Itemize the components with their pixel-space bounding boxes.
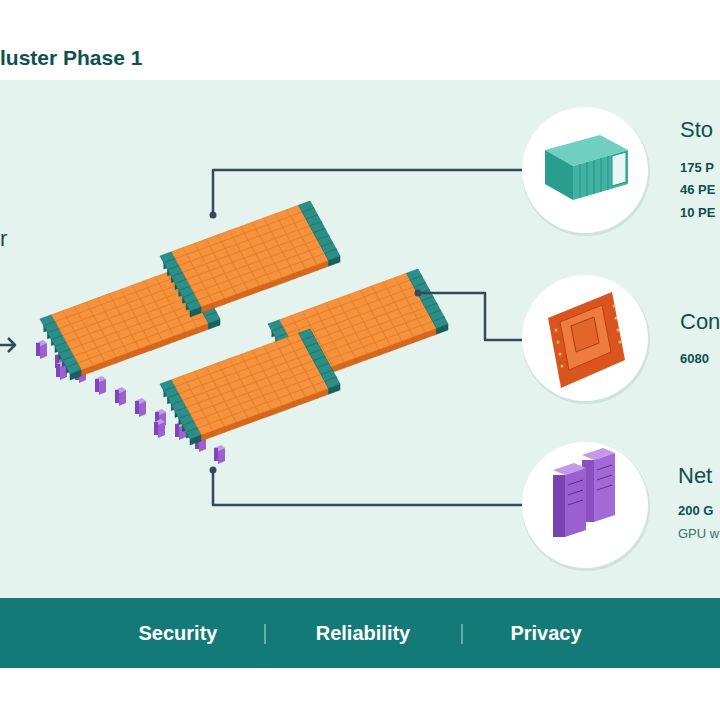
server-unit bbox=[154, 422, 158, 435]
circle-outline bbox=[521, 106, 649, 234]
leader-line bbox=[213, 470, 522, 505]
server-unit bbox=[119, 390, 126, 406]
spec-text: 10 PE bbox=[680, 205, 715, 221]
gpu-rack-block bbox=[268, 269, 448, 385]
server-top bbox=[205, 312, 220, 323]
network-icon bbox=[553, 448, 615, 537]
circle-fill bbox=[522, 107, 648, 233]
spec-text: 46 PE bbox=[680, 182, 715, 198]
circle-fill bbox=[522, 275, 648, 401]
server-unit bbox=[218, 448, 225, 464]
component-circle: Net200 GGPU w bbox=[521, 441, 649, 569]
compute-icon bbox=[548, 292, 625, 388]
server-unit bbox=[40, 343, 47, 359]
gpu-rack-block bbox=[160, 329, 340, 445]
leader-line bbox=[213, 170, 522, 215]
divider bbox=[461, 624, 462, 644]
circle-shadow bbox=[522, 108, 650, 236]
spec-text: 200 G bbox=[678, 503, 713, 519]
value-text: Privacy bbox=[456, 621, 636, 645]
leader-dot bbox=[210, 212, 217, 219]
cluster-label: r bbox=[0, 226, 7, 252]
title: luster Phase 1 bbox=[0, 45, 142, 70]
server-unit bbox=[214, 448, 218, 461]
leader-dot bbox=[415, 290, 422, 297]
server-unit bbox=[158, 422, 165, 438]
divider bbox=[264, 624, 265, 644]
storage-icon bbox=[545, 135, 628, 200]
leader-dot bbox=[210, 467, 217, 474]
gpu-rack-block bbox=[40, 264, 220, 380]
server-top bbox=[433, 317, 448, 328]
circle-outline bbox=[521, 441, 649, 569]
circle-fill bbox=[522, 442, 648, 568]
cluster-illustration bbox=[36, 201, 448, 464]
server-unit bbox=[115, 390, 119, 403]
circle-shadow bbox=[522, 276, 650, 404]
server-unit bbox=[135, 401, 139, 414]
leader-lines bbox=[0, 170, 522, 505]
component-circle: Sto175 P46 PE10 PE bbox=[521, 106, 649, 234]
server-unit bbox=[139, 401, 146, 417]
purple-units bbox=[36, 340, 225, 464]
server-unit bbox=[36, 343, 40, 356]
value-text: Reliability bbox=[273, 621, 453, 645]
spec-text: 6080 bbox=[680, 351, 709, 367]
server-unit bbox=[95, 379, 99, 392]
server-top bbox=[325, 377, 340, 388]
value-text: Security bbox=[88, 621, 268, 645]
server-top bbox=[325, 249, 340, 260]
spec-text: 175 P bbox=[680, 160, 714, 176]
panel bbox=[0, 80, 720, 598]
leader-dots bbox=[210, 212, 422, 474]
circle-outline bbox=[521, 274, 649, 402]
component-circle: Con6080 bbox=[521, 274, 649, 402]
server-unit bbox=[56, 364, 60, 377]
spec-text: GPU w bbox=[678, 526, 719, 542]
component-heading: Sto bbox=[680, 117, 713, 143]
input-arrow bbox=[0, 338, 15, 352]
circle-shadow bbox=[522, 443, 650, 571]
gpu-rack-block bbox=[160, 201, 340, 317]
value-band: SecurityReliabilityPrivacy bbox=[0, 598, 720, 668]
leader-line bbox=[418, 293, 522, 340]
server-unit bbox=[175, 424, 179, 437]
server-unit bbox=[99, 379, 106, 395]
component-heading: Net bbox=[678, 463, 712, 489]
component-heading: Con bbox=[680, 309, 720, 335]
